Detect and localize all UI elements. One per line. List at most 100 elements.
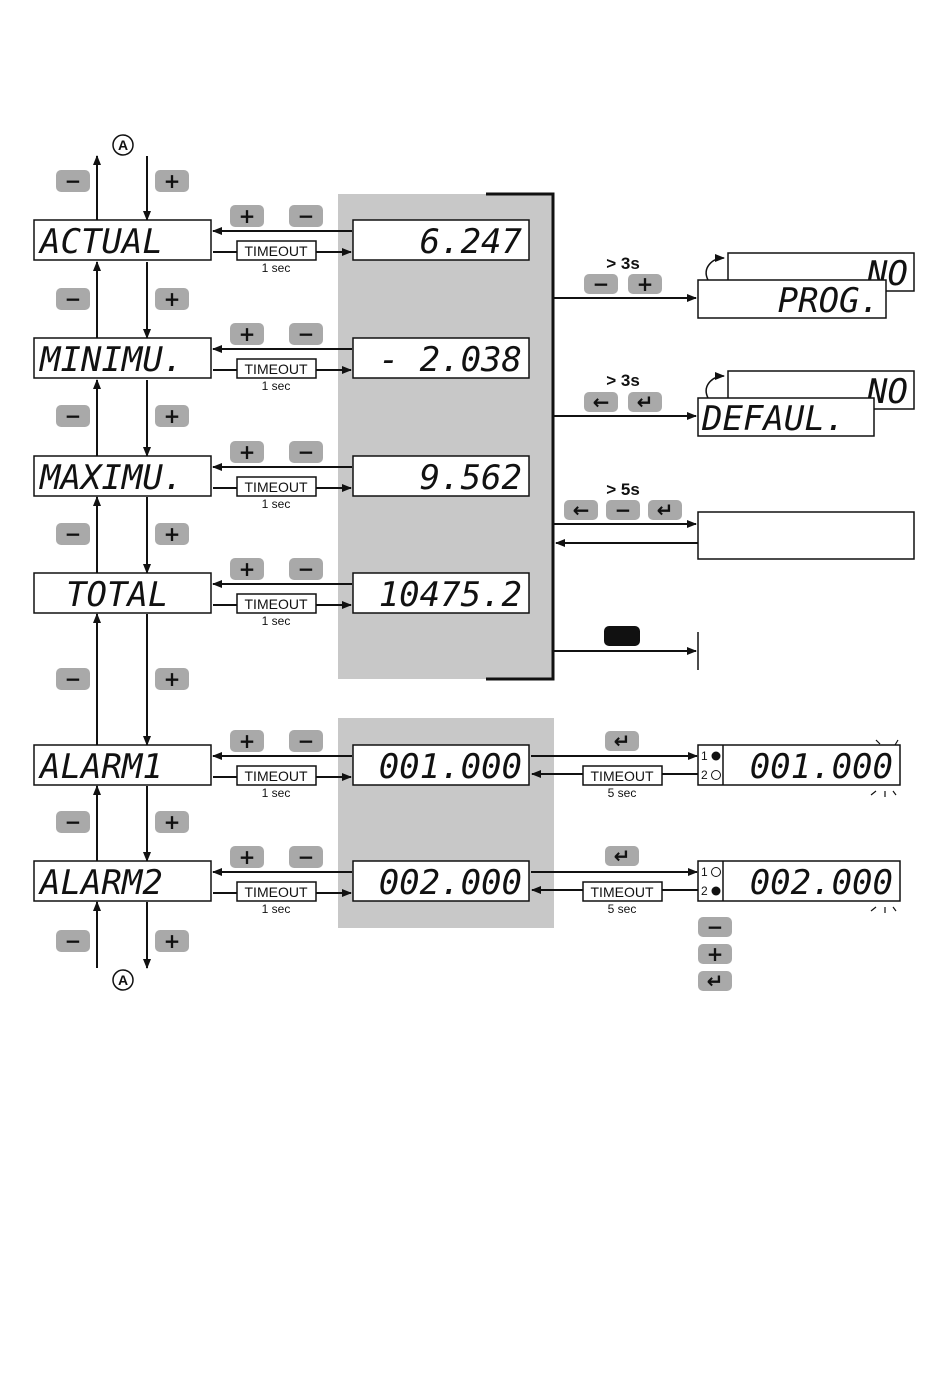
branch-prog: > 3s − + NO PROG. [554, 252, 915, 321]
minus-key[interactable]: − [56, 169, 90, 193]
connector-top-label: A [118, 137, 128, 153]
screen-label-alarm1-text: ALARM1 [38, 747, 163, 787]
minus-key[interactable]: − [289, 845, 323, 869]
minus-key[interactable]: − [289, 729, 323, 753]
screen-label-total-text: TOTAL [66, 575, 168, 615]
minus-key[interactable]: − [56, 287, 90, 311]
prog-screen-front [697, 279, 887, 319]
enter-key[interactable]: ↵ [605, 729, 639, 753]
svg-text:←: ← [593, 390, 610, 414]
prog-screen-front-text: PROG. [778, 281, 880, 321]
svg-text:−: − [65, 810, 82, 834]
timeout-box [582, 765, 663, 786]
blink-indicator-icon [870, 739, 899, 797]
svg-text:+: + [707, 942, 724, 966]
hold-duration: > 5s [606, 480, 640, 499]
plus-key[interactable]: + [230, 204, 264, 228]
left-arrow-key[interactable]: ← [564, 498, 598, 522]
row-minimum: MINIMU. + − TIMEOUT 1 sec - 2.038 [33, 322, 530, 393]
row-alarm2: ALARM2 + − TIMEOUT 1 sec 002.000 ↵ TIMEO… [33, 844, 901, 993]
svg-text:↵: ↵ [707, 969, 724, 993]
alarm1-edit-value: 001.000 [750, 747, 893, 787]
branch-bracket [486, 192, 555, 681]
svg-text:+: + [239, 440, 256, 464]
enter-key[interactable]: ↵ [628, 390, 662, 414]
svg-text:+: + [164, 522, 181, 546]
svg-text:↵: ↵ [637, 390, 654, 414]
minus-key[interactable]: − [56, 404, 90, 428]
screen-label-maximum-text: MAXIMU. [39, 458, 183, 498]
minus-key[interactable]: − [289, 322, 323, 346]
plus-key[interactable]: + [155, 522, 189, 546]
blink-indicator-icon [870, 906, 897, 913]
plus-key[interactable]: + [230, 845, 264, 869]
plus-key[interactable]: + [628, 272, 662, 296]
row-maximum: MAXIMU. + − TIMEOUT 1 sec 9.562 [33, 440, 530, 511]
minus-key[interactable]: − [289, 204, 323, 228]
minus-key[interactable]: − [584, 272, 618, 296]
screen-label-alarm1 [33, 744, 212, 786]
svg-text:+: + [239, 729, 256, 753]
minus-key[interactable]: − [56, 667, 90, 691]
svg-text:+: + [164, 667, 181, 691]
timeout-label: TIMEOUT [245, 361, 308, 377]
alarm2-edit-screen [697, 860, 901, 902]
screen-value-alarm1-text: 001.000 [379, 747, 522, 787]
svg-text:−: − [65, 404, 82, 428]
screen-label-minimum [33, 337, 212, 379]
minus-key[interactable]: − [289, 440, 323, 464]
timeout-duration: 1 sec [262, 261, 291, 275]
enter-key[interactable]: ↵ [605, 844, 639, 868]
svg-text:+: + [239, 557, 256, 581]
minus-key[interactable]: − [698, 915, 732, 939]
minus-key[interactable]: − [56, 929, 90, 953]
default-screen-front [697, 397, 875, 437]
config-screen [697, 511, 915, 560]
screen-label-actual-text: ACTUAL [38, 222, 163, 262]
svg-text:−: − [298, 322, 315, 346]
plus-key[interactable]: + [155, 169, 189, 193]
indicator-1-label: 1 [701, 865, 708, 879]
timeout-duration: 1 sec [262, 786, 291, 800]
minus-key[interactable]: − [56, 810, 90, 834]
timeout-duration: 1 sec [262, 902, 291, 916]
branch-exit [554, 626, 699, 670]
screen-value-actual-text: 6.247 [420, 222, 523, 262]
minus-key[interactable]: − [56, 522, 90, 546]
black-key-icon[interactable] [604, 626, 640, 646]
timeout-box [236, 881, 317, 902]
timeout-box [236, 358, 317, 379]
left-arrow-key[interactable]: ← [584, 390, 618, 414]
enter-key[interactable]: ↵ [698, 969, 732, 993]
plus-key[interactable]: + [155, 404, 189, 428]
nav-arrows [93, 155, 151, 969]
timeout-box [582, 881, 663, 902]
svg-text:↵: ↵ [614, 729, 631, 753]
plus-key[interactable]: + [155, 287, 189, 311]
screen-value-total [352, 572, 530, 614]
default-screen-front-text: DEFAUL. [701, 399, 845, 439]
enter-key[interactable]: ↵ [648, 498, 682, 522]
minus-key[interactable]: − [606, 498, 640, 522]
plus-key[interactable]: + [698, 942, 732, 966]
plus-key[interactable]: + [155, 667, 189, 691]
timeout-duration: 1 sec [262, 614, 291, 628]
screen-label-maximum [33, 455, 212, 497]
timeout-duration: 5 sec [608, 786, 637, 800]
plus-key[interactable]: + [230, 440, 264, 464]
screen-label-total [33, 572, 212, 614]
svg-text:−: − [65, 169, 82, 193]
plus-key[interactable]: + [230, 729, 264, 753]
plus-key[interactable]: + [155, 810, 189, 834]
svg-text:+: + [164, 169, 181, 193]
screen-label-alarm2-text: ALARM2 [38, 863, 163, 903]
svg-text:+: + [164, 810, 181, 834]
indicator-2-led-off [711, 770, 721, 780]
plus-key[interactable]: + [230, 322, 264, 346]
minus-key[interactable]: − [289, 557, 323, 581]
plus-key[interactable]: + [230, 557, 264, 581]
timeout-box [236, 593, 317, 614]
screen-value-maximum [352, 455, 530, 497]
plus-key[interactable]: + [155, 929, 189, 953]
